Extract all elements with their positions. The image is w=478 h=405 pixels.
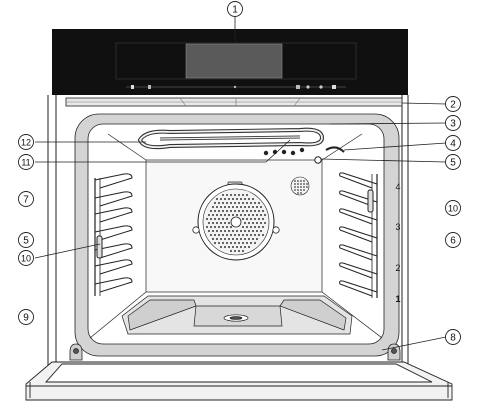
callout-1: 1 bbox=[228, 2, 243, 17]
svg-text:10: 10 bbox=[21, 254, 31, 264]
callout-8: 8 bbox=[446, 330, 461, 345]
svg-text:5: 5 bbox=[23, 236, 29, 247]
svg-text:7: 7 bbox=[23, 195, 29, 206]
favourite-button bbox=[319, 85, 322, 88]
shelf-level-3: 3 bbox=[395, 222, 400, 232]
light-button bbox=[148, 85, 151, 89]
callout-10-left: 10 bbox=[19, 251, 34, 266]
timer-button bbox=[296, 85, 300, 89]
svg-text:3: 3 bbox=[450, 119, 456, 130]
control-panel bbox=[52, 29, 408, 95]
svg-text:4: 4 bbox=[450, 139, 456, 150]
right-fat-filter-clip bbox=[368, 190, 373, 212]
svg-text:1: 1 bbox=[232, 5, 238, 16]
svg-text:9: 9 bbox=[23, 313, 29, 324]
callout-7: 7 bbox=[19, 192, 34, 207]
callout-2: 2 bbox=[446, 97, 461, 112]
callout-11: 11 bbox=[19, 155, 34, 170]
callout-5-left: 5 bbox=[19, 233, 34, 248]
svg-text:8: 8 bbox=[450, 333, 456, 344]
callout-9: 9 bbox=[19, 310, 34, 325]
callout-10-right: 10 bbox=[446, 201, 461, 216]
callout-6: 6 bbox=[446, 233, 461, 248]
svg-text:11: 11 bbox=[21, 158, 30, 168]
display-screen bbox=[186, 44, 282, 78]
menu-button bbox=[306, 85, 309, 88]
svg-text:5: 5 bbox=[450, 158, 456, 169]
svg-text:6: 6 bbox=[450, 236, 456, 247]
callout-4: 4 bbox=[446, 136, 461, 151]
svg-text:12: 12 bbox=[21, 138, 31, 148]
svg-text:2: 2 bbox=[450, 100, 456, 111]
callout-12: 12 bbox=[19, 135, 34, 150]
shelf-level-4: 4 bbox=[395, 182, 400, 192]
moisture-opening bbox=[315, 157, 321, 163]
shelf-level-2: 2 bbox=[395, 263, 400, 273]
power-button bbox=[131, 85, 134, 89]
callout-3: 3 bbox=[446, 116, 461, 131]
back-vent-grille bbox=[291, 177, 309, 195]
oven-door bbox=[26, 362, 452, 400]
svg-text:10: 10 bbox=[448, 204, 458, 214]
left-fat-filter-clip bbox=[97, 236, 102, 258]
shelf-level-1: 1 bbox=[395, 294, 400, 304]
cooling-vent-strip bbox=[66, 98, 402, 106]
sensor-button bbox=[234, 86, 236, 88]
callout-5: 5 bbox=[446, 155, 461, 170]
ok-button bbox=[332, 85, 336, 89]
cavity-floor bbox=[122, 296, 352, 334]
